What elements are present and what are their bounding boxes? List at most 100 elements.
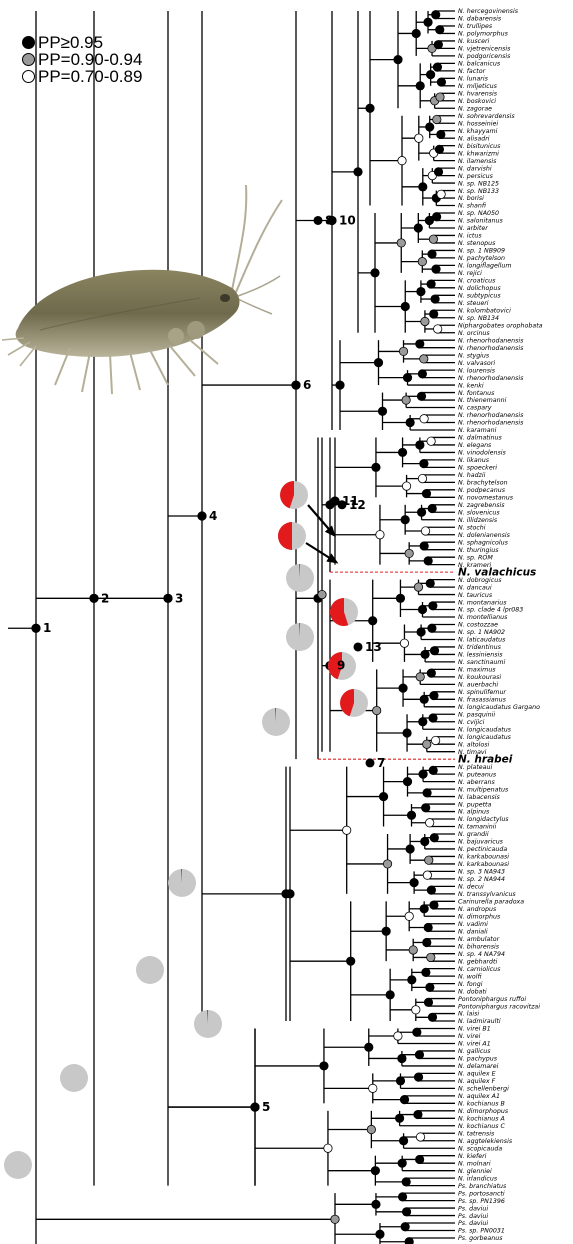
taxon-label: N. shanfi: [458, 203, 487, 210]
support-node: [426, 70, 434, 78]
support-node: [419, 183, 427, 191]
support-node: [405, 1238, 413, 1244]
support-node: [427, 280, 435, 288]
taxon-label: N. kusceri: [458, 38, 490, 45]
support-node: [417, 508, 425, 516]
taxon-label: N. virei A1: [458, 1041, 491, 1048]
support-node: [431, 295, 439, 303]
support-node: [429, 235, 437, 243]
taxon-label: Ps. daviui: [458, 1205, 488, 1212]
taxon-label: N. persicus: [458, 173, 494, 180]
support-node: [398, 1054, 406, 1062]
taxon-label: N. delamarei: [458, 1063, 499, 1070]
support-node: [426, 579, 434, 587]
taxon-label: N. karamani: [458, 427, 497, 434]
support-node: [437, 190, 445, 198]
support-node: [409, 946, 417, 954]
taxon-label: N. sp. 1 NB909: [458, 248, 505, 255]
numbered-node: [164, 594, 173, 603]
taxon-label: N. rhenorhodanensis: [458, 345, 524, 352]
taxon-label: N. sp. NB133: [458, 188, 499, 195]
support-node: [410, 878, 418, 886]
numbered-node: [366, 758, 375, 767]
taxon-label: Pontoniphargus racovitzai: [458, 1002, 540, 1010]
support-node: [423, 789, 431, 797]
taxon-label: N. slovenicus: [458, 510, 500, 517]
taxon-label: N. borisi: [458, 195, 484, 202]
taxon-label: Niphargobates orophobata: [458, 321, 543, 329]
taxon-label: N. khwarizmi: [458, 150, 499, 157]
support-node: [414, 1073, 422, 1081]
support-node: [423, 740, 431, 748]
support-node: [415, 1050, 423, 1058]
node-number-label: 9: [337, 659, 345, 673]
taxon-label: N. thienemanni: [458, 396, 507, 404]
support-node: [398, 156, 406, 164]
taxon-label: N. sp. ROM: [458, 554, 493, 561]
taxon-label: N. brachytelson: [458, 479, 508, 487]
taxon-label: N. ambulator: [458, 935, 500, 943]
support-node: [386, 991, 394, 999]
taxon-label: N. sanctinaumi: [458, 658, 505, 666]
numbered-node: [198, 512, 207, 521]
support-node: [416, 673, 424, 681]
taxon-label: N. gebhardti: [458, 957, 497, 965]
taxon-label: N. spinulifemur: [458, 689, 506, 696]
support-node: [414, 583, 422, 591]
support-node: [415, 1155, 423, 1163]
taxon-label: N. pasquinii: [458, 712, 495, 719]
pie-node-9: [330, 598, 358, 626]
taxon-label: N. gallicus: [458, 1048, 491, 1055]
taxon-label: N. boskovici: [458, 98, 496, 105]
taxon-label: N. valvasori: [458, 360, 495, 367]
pie-background: [60, 1064, 88, 1092]
taxon-label: N. aquilex E: [458, 1071, 496, 1078]
taxon-label: N. fontanus: [458, 389, 495, 397]
support-node: [396, 1077, 404, 1085]
support-node: [399, 347, 407, 355]
support-node: [376, 1230, 384, 1238]
node-number-label: 12: [349, 498, 366, 512]
pie-background: [136, 956, 164, 984]
taxon-label: N. longidactylus: [458, 815, 509, 823]
node-number-label: 2: [101, 591, 109, 605]
support-node: [394, 1032, 402, 1040]
support-node: [406, 845, 414, 853]
node-number-label: 1: [43, 621, 51, 635]
taxon-label: N. longiflagellum: [458, 263, 511, 270]
support-node: [413, 1028, 421, 1036]
support-node: [371, 269, 379, 277]
taxon-label: N. lessiniensis: [458, 652, 503, 659]
taxon-label: N. stenopus: [458, 239, 496, 247]
numbered-node: [354, 642, 363, 651]
taxon-label: N. kieferi: [458, 1153, 487, 1160]
support-node: [320, 1062, 328, 1070]
taxon-label: N. aquilex F: [458, 1078, 496, 1085]
legend-dot-white: [22, 70, 35, 83]
taxon-label: N. kolombatovici: [458, 307, 511, 315]
taxon-label: N. andropus: [458, 906, 497, 913]
support-node: [406, 418, 414, 426]
taxon-label: N. grandii: [458, 831, 489, 838]
legend-label-high: PP≥0.95: [38, 34, 103, 51]
support-node: [427, 953, 435, 961]
support-node: [428, 624, 436, 632]
taxon-label: Carinurella paradoxa: [458, 899, 524, 906]
support-node: [347, 957, 355, 965]
taxon-label: Pontoniphargus ruffoi: [458, 995, 526, 1003]
support-node: [420, 459, 428, 467]
taxon-label: N. frasassianus: [458, 697, 507, 704]
pie-node-6: [262, 708, 290, 736]
support-node: [424, 557, 432, 565]
taxon-label: N. dabarensis: [458, 16, 502, 23]
support-node: [373, 706, 381, 714]
taxon-label: N. aberrans: [458, 779, 495, 786]
taxon-label: N. carniolicus: [458, 966, 501, 973]
support-node: [419, 770, 427, 778]
taxon-label: N. trullipes: [458, 22, 493, 30]
support-node: [407, 811, 415, 819]
taxon-label: N. kochianus B: [458, 1101, 505, 1108]
taxon-label: N. dobrogicus: [458, 577, 502, 584]
support-node: [398, 448, 406, 456]
support-node: [429, 714, 437, 722]
